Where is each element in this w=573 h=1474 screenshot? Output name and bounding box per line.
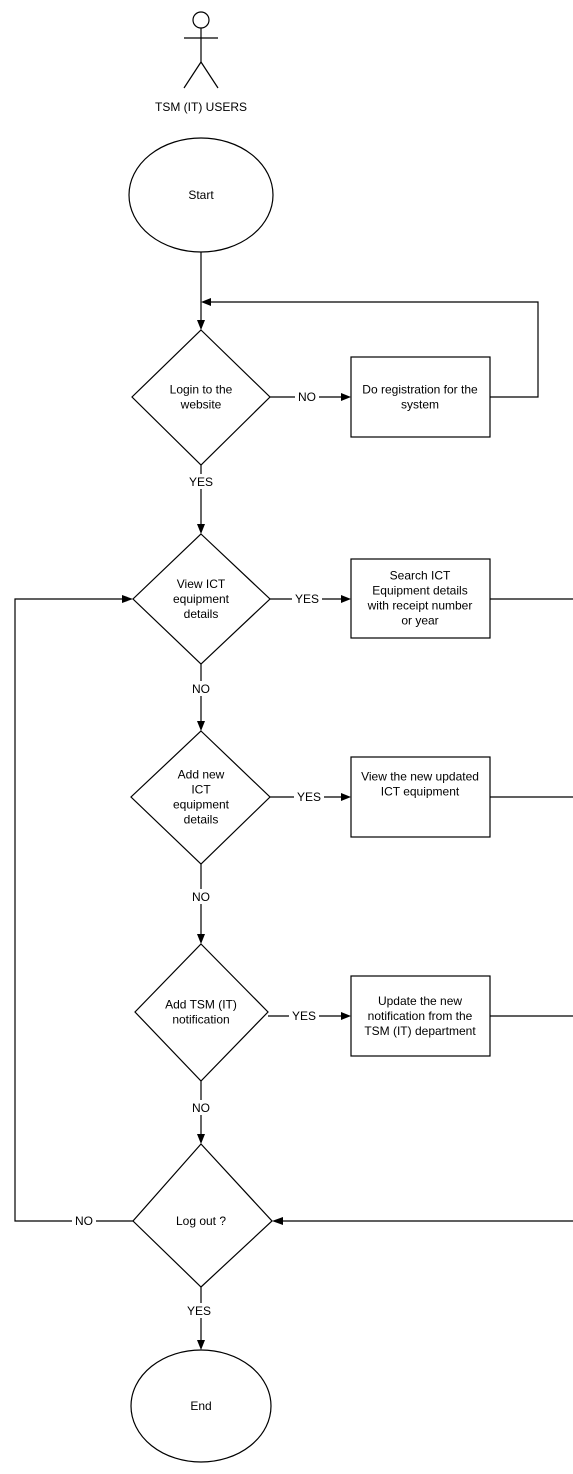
edge-label-addict-no: NO [189, 889, 213, 904]
edge-label-addnotif-no: NO [189, 1100, 213, 1115]
node-label-line: Login to the [170, 383, 233, 397]
node-label-line: Do registration for the [362, 383, 478, 397]
logout-decision: Log out ? [132, 1143, 273, 1288]
edge-login-registration-arrow [341, 393, 351, 401]
node-label-line: system [401, 398, 439, 412]
start-node: Start [128, 137, 274, 253]
node-label-line: View ICT [177, 577, 226, 591]
edge-label-text: YES [295, 592, 319, 606]
edge-label-text: YES [189, 475, 213, 489]
node-label-line: View the new updated [361, 770, 479, 784]
edge-label-text: NO [192, 682, 210, 696]
edge-merge-logout-arrow [272, 1217, 283, 1225]
node-label: End [190, 1399, 211, 1413]
node-label-line: Search ICT [390, 569, 451, 583]
edge-label-text: YES [292, 1009, 316, 1023]
edge-label-text: NO [75, 1214, 93, 1228]
edge-logout-loop [14, 598, 133, 1222]
edge-label-login-yes: YES [186, 474, 216, 489]
edge-label-viewict-yes: YES [292, 591, 322, 606]
edge-start-login-arrow [197, 320, 205, 330]
edge-label-logout-yes: YES [183, 1303, 215, 1318]
edge-label-text: YES [187, 1304, 211, 1318]
edge-logout-loop-arrow [122, 595, 133, 603]
node-label-line: Add TSM (IT) [165, 998, 237, 1012]
add-notification-decision: Add TSM (IT)notification [134, 943, 269, 1082]
edge-label-addnotif-yes: YES [289, 1008, 319, 1023]
edge-label-logout-no: NO [72, 1213, 96, 1228]
edge-viewict-search-arrow [341, 595, 351, 603]
edge-logout-end-arrow [197, 1340, 205, 1350]
node-label: Start [188, 188, 214, 202]
node-label-line: or year [401, 614, 438, 628]
edge-login-viewict-arrow [197, 524, 205, 534]
node-label-line: details [184, 607, 219, 621]
edge-label-text: YES [297, 790, 321, 804]
node-label-line: details [184, 813, 219, 827]
node-label: Log out ? [176, 1214, 226, 1228]
node-label-line: website [180, 398, 222, 412]
node-label-line: ICT equipment [381, 785, 460, 799]
node-label: Add TSM (IT)notification [165, 998, 237, 1027]
node-label-line: Update the new [378, 994, 462, 1008]
edge-registration-loop [209, 301, 539, 398]
node-label-line: equipment [173, 592, 230, 606]
node-label-line: with receipt number [367, 599, 473, 613]
node-label-line: equipment [173, 798, 230, 812]
node-label-line: TSM (IT) department [364, 1024, 476, 1038]
node-label-line: Log out ? [176, 1214, 226, 1228]
edge-addict-viewupdated-arrow [341, 793, 351, 801]
edge-label-text: NO [192, 890, 210, 904]
node-label-line: Add new [178, 768, 225, 782]
node-label-line: End [190, 1399, 211, 1413]
edge-addnotif-update-arrow [341, 1012, 351, 1020]
edge-label-viewict-no: NO [189, 681, 213, 696]
node-label-line: notification from the [368, 1009, 473, 1023]
node-label-line: notification [172, 1013, 229, 1027]
node-label-line: Start [188, 188, 214, 202]
edge-viewict-addict-arrow [197, 721, 205, 731]
node-label-line: Equipment details [372, 584, 467, 598]
edge-registration-loop-arrow [201, 298, 211, 306]
edge-label-text: NO [192, 1101, 210, 1115]
edge-label-addict-yes: YES [294, 789, 324, 804]
actor-label: TSM (IT) USERS [155, 100, 247, 114]
edge-label-text: NO [298, 390, 316, 404]
edge-addict-addnotif-arrow [197, 934, 205, 944]
node-label-line: ICT [191, 783, 211, 797]
actor-figure [183, 11, 219, 89]
end-node: End [130, 1349, 272, 1463]
edge-label-login-no: NO [295, 389, 319, 404]
edge-addnotif-logout-arrow [197, 1134, 205, 1144]
